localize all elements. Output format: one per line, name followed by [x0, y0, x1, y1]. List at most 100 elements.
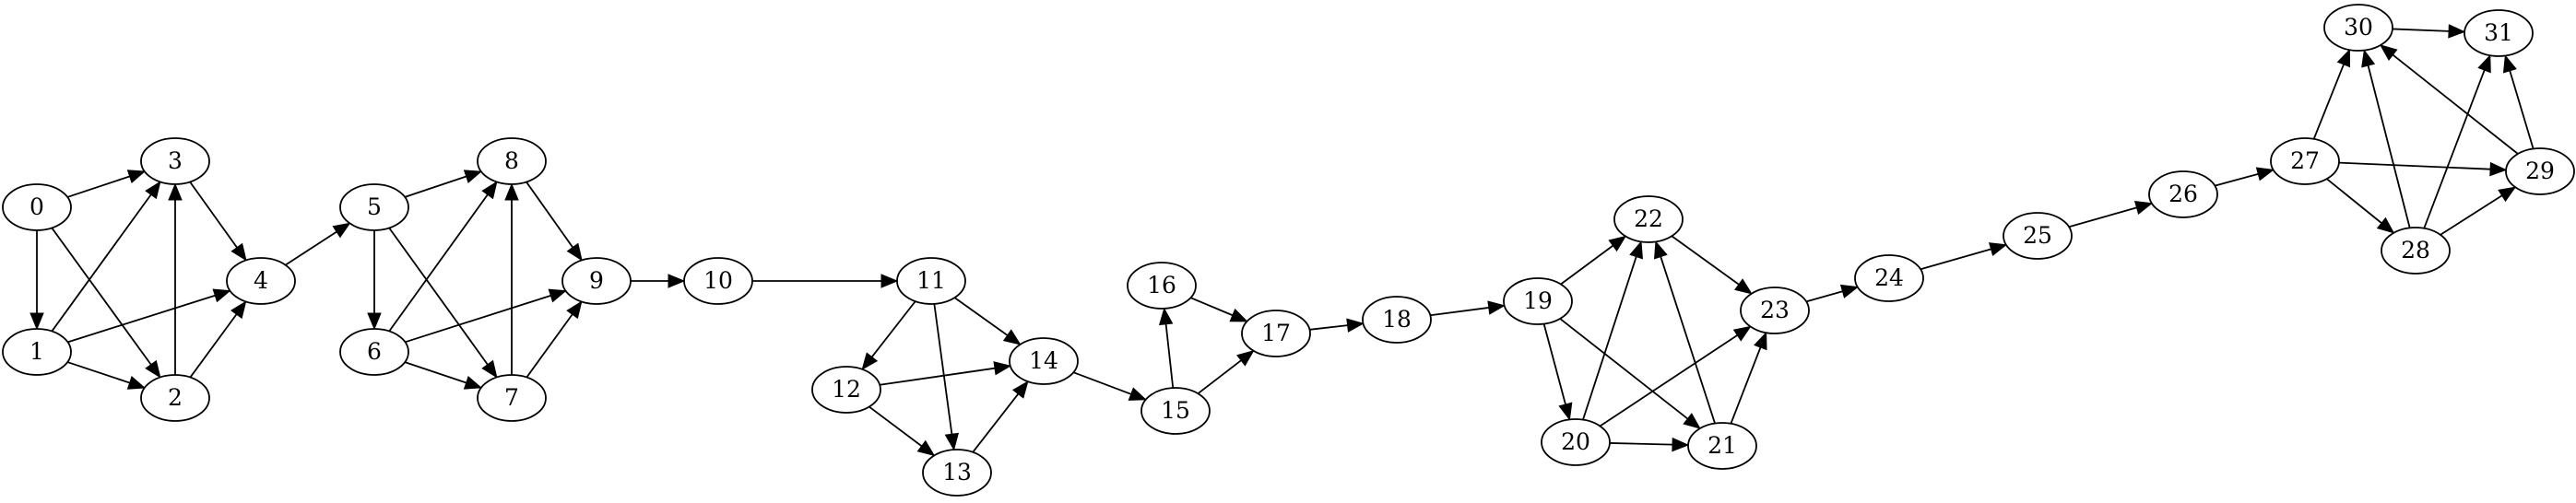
arrowhead-icon [1629, 240, 1643, 260]
arrowhead-icon [2255, 167, 2275, 181]
edge-11-14 [953, 297, 1022, 345]
edge-line [2326, 178, 2382, 224]
graph-node-1: 1 [2, 328, 72, 376]
edge-4-5 [285, 222, 351, 266]
node-label: 12 [832, 376, 861, 403]
arrowhead-icon [145, 181, 161, 200]
edge-17-18 [1309, 318, 1365, 333]
node-ellipse [683, 257, 753, 305]
edge-23-24 [1805, 284, 1860, 303]
node-label: 10 [703, 267, 733, 294]
edge-8-9 [526, 181, 583, 262]
arrowhead-icon [332, 222, 351, 239]
edge-11-13 [933, 303, 959, 451]
edge-21-23 [1730, 331, 1767, 425]
edge-16-17 [1190, 297, 1248, 322]
arrowhead-icon [1128, 387, 1147, 401]
node-ellipse [339, 183, 409, 231]
node-ellipse [140, 137, 210, 185]
edge-10-11 [752, 274, 899, 288]
edge-20-23 [1599, 325, 1752, 427]
edge-27-29 [2338, 161, 2508, 177]
edge-line [869, 405, 923, 447]
node-ellipse [811, 366, 881, 414]
arrowhead-icon [1672, 437, 1690, 452]
graph-node-11: 11 [896, 257, 966, 305]
arrowhead-icon [2336, 48, 2351, 68]
node-ellipse [561, 257, 632, 305]
edge-6-8 [388, 181, 498, 333]
graph-node-10: 10 [683, 257, 753, 305]
arrowhead-icon [1487, 300, 1506, 315]
node-ellipse [226, 257, 296, 305]
edge-29-31 [2502, 54, 2535, 149]
edge-27-28 [2326, 178, 2395, 234]
arrowhead-icon [1732, 325, 1752, 342]
arrowhead-icon [2489, 161, 2508, 177]
edges-layer [30, 24, 2535, 457]
node-label: 3 [168, 147, 183, 174]
node-label: 19 [1523, 287, 1553, 314]
edge-line [285, 230, 337, 266]
edge-line [1559, 318, 1689, 420]
node-ellipse [2323, 4, 2393, 52]
arrowhead-icon [2376, 216, 2395, 234]
edge-line [880, 367, 996, 386]
edge-12-14 [880, 361, 1012, 386]
edge-line [1920, 248, 1991, 271]
edge-line [870, 300, 916, 358]
node-label: 6 [367, 338, 382, 365]
edge-line [2068, 206, 2137, 228]
arrowhead-icon [861, 352, 879, 370]
node-ellipse [1503, 277, 1573, 325]
edge-line [2392, 28, 2450, 32]
node-label: 25 [2023, 222, 2052, 249]
node-label: 30 [2344, 14, 2373, 41]
node-ellipse [2381, 227, 2451, 275]
graph-node-25: 25 [2003, 212, 2073, 260]
arrowhead-icon [1683, 413, 1701, 429]
edge-line [933, 303, 953, 435]
edge-0-2 [51, 227, 161, 379]
node-label: 11 [916, 267, 946, 294]
edge-27-30 [2312, 48, 2351, 140]
node-label: 20 [1561, 428, 1590, 455]
graph-node-20: 20 [1541, 418, 1611, 466]
edge-7-9 [526, 300, 583, 379]
edge-13-14 [972, 380, 1029, 453]
edge-line [189, 313, 238, 379]
edge-line [2392, 53, 2519, 155]
edge-line [526, 313, 573, 379]
graph-node-16: 16 [1127, 262, 1197, 310]
graph-node-30: 30 [2323, 4, 2393, 52]
graph-node-3: 3 [140, 137, 210, 185]
node-label: 13 [942, 459, 972, 485]
arrowhead-icon [2379, 44, 2398, 61]
node-ellipse [140, 374, 210, 422]
edge-line [2367, 64, 2411, 228]
graph-node-29: 29 [2505, 147, 2575, 195]
edge-line [67, 294, 216, 344]
graph-node-24: 24 [1854, 254, 1924, 302]
arrowhead-icon [993, 361, 1012, 376]
graph-node-0: 0 [2, 183, 72, 231]
arrowhead-icon [1754, 331, 1767, 351]
edge-line [1430, 307, 1489, 317]
arrowhead-icon [1653, 240, 1668, 260]
graph-node-22: 22 [1613, 195, 1684, 243]
edge-line [1805, 290, 1843, 303]
edge-1-2 [66, 361, 147, 390]
arrowhead-icon [126, 376, 147, 390]
edge-line [1190, 297, 1234, 317]
arrowhead-icon [463, 375, 483, 390]
edge-line [388, 227, 489, 366]
node-ellipse [2, 328, 72, 376]
arrowhead-icon [1839, 284, 1860, 298]
arrowhead-icon [463, 170, 483, 184]
node-label: 8 [504, 147, 519, 174]
graph-node-15: 15 [1140, 387, 1211, 435]
node-label: 27 [2290, 147, 2320, 174]
node-ellipse [1740, 287, 1810, 334]
graph-node-8: 8 [477, 137, 547, 185]
graph-node-21: 21 [1687, 422, 1757, 470]
